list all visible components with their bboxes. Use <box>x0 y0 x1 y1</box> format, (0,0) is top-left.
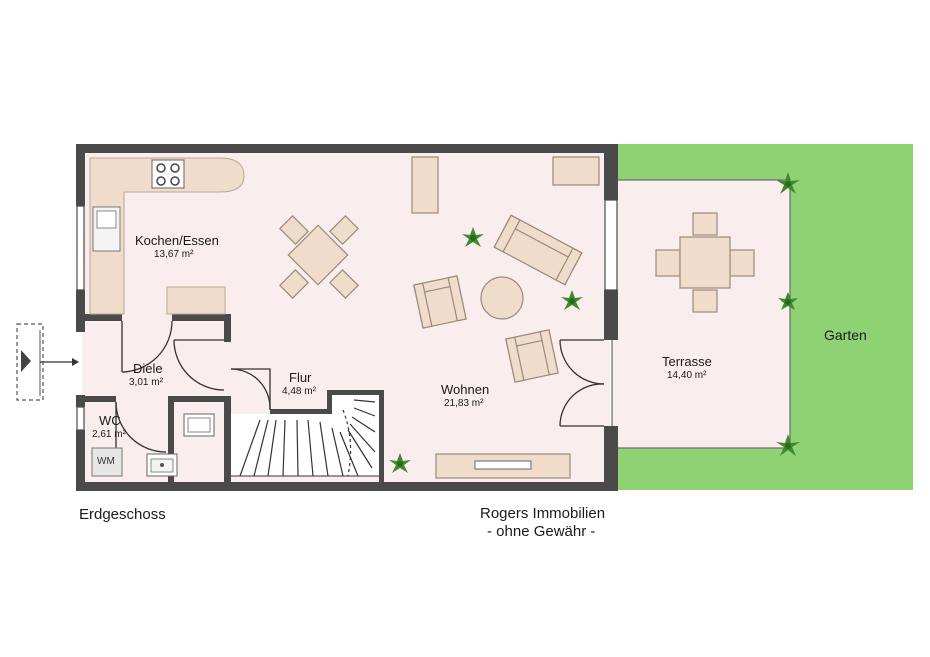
room-name-terrace: Terrasse <box>662 354 712 369</box>
terrace-table <box>655 212 755 313</box>
living-furniture <box>411 156 600 479</box>
room-area-hall: 3,01 m² <box>129 377 163 388</box>
room-name-wc: WC <box>99 413 121 428</box>
room-name-garden: Garten <box>824 327 867 343</box>
room-name-hall: Diele <box>133 361 163 376</box>
sink-icon <box>146 453 178 477</box>
room-name-corridor: Flur <box>289 370 312 385</box>
interior-walls <box>82 314 384 488</box>
agency-caption: Rogers Immobilien <box>480 505 606 522</box>
staircase <box>231 395 379 477</box>
floor-caption: Erdgeschoss <box>79 506 166 523</box>
outer-walls <box>76 144 618 491</box>
kitchen-counter <box>89 157 245 315</box>
room-name-living: Wohnen <box>441 382 490 397</box>
room-area-wc: 2,61 m² <box>92 429 126 440</box>
windows <box>76 199 618 431</box>
dining-table <box>279 215 359 299</box>
fireplace <box>474 460 532 470</box>
room-area-corridor: 4,48 m² <box>282 386 316 397</box>
room-area-terrace: 14,40 m² <box>667 370 707 381</box>
entry-arrow-icon <box>16 323 79 401</box>
stove-icon <box>151 159 185 189</box>
room-name-kitchen: Kochen/Essen <box>135 233 219 248</box>
room-area-living: 21,83 m² <box>444 398 484 409</box>
kitchen-sink-icon <box>92 206 121 252</box>
washing-machine-label: WM <box>97 456 115 467</box>
wc-toilet-bowl <box>187 417 211 433</box>
room-area-kitchen: 13,67 m² <box>154 249 194 260</box>
washing-machine <box>91 447 123 477</box>
plant-icon <box>389 172 800 473</box>
disclaimer-caption: - ohne Gewähr - <box>487 523 596 540</box>
doors <box>115 320 605 453</box>
